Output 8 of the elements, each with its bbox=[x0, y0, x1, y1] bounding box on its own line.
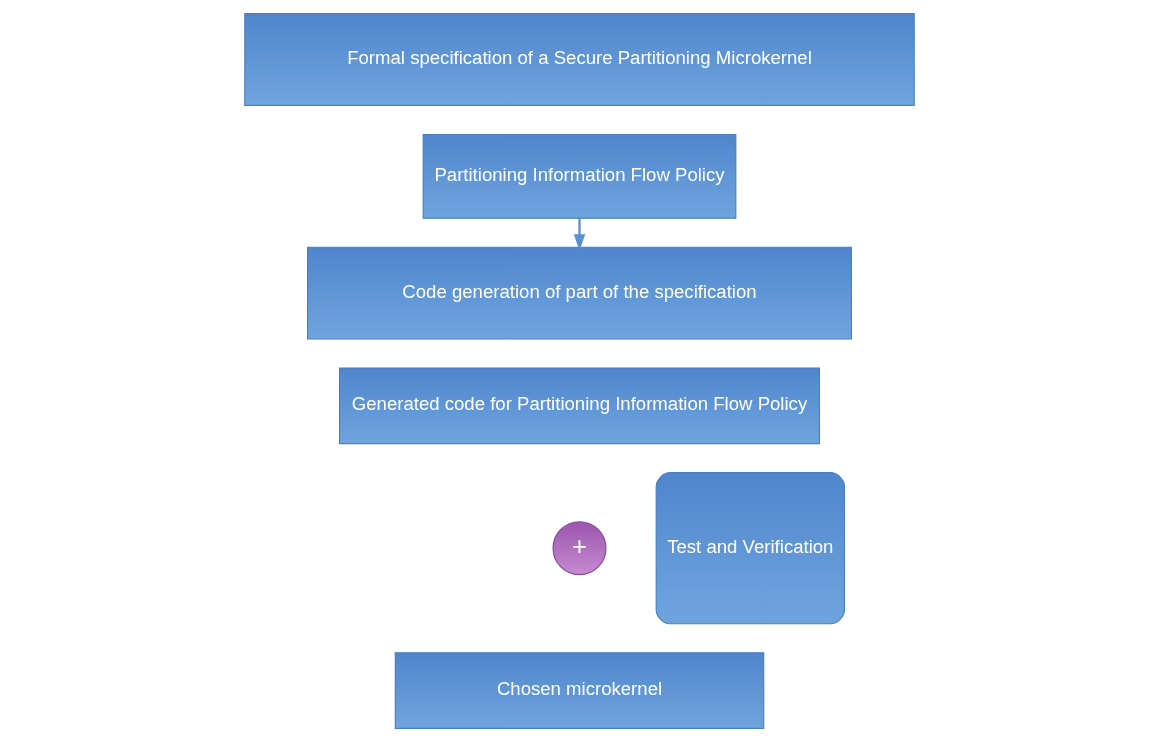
arrow bbox=[573, 217, 586, 251]
node-box: Partitioning Information Flow Policy bbox=[422, 133, 737, 219]
node-box: Chosen microkernel bbox=[394, 651, 765, 729]
node-circle: + bbox=[552, 520, 607, 575]
node-box: Formal specification of a Secure Partitioning Microkernel bbox=[244, 12, 915, 106]
node-box: Test and Verification bbox=[655, 471, 846, 624]
node-box: Code generation of part of the specification bbox=[307, 246, 853, 340]
node-box: Generated code for Partitioning Information Flow Policy bbox=[338, 367, 821, 444]
